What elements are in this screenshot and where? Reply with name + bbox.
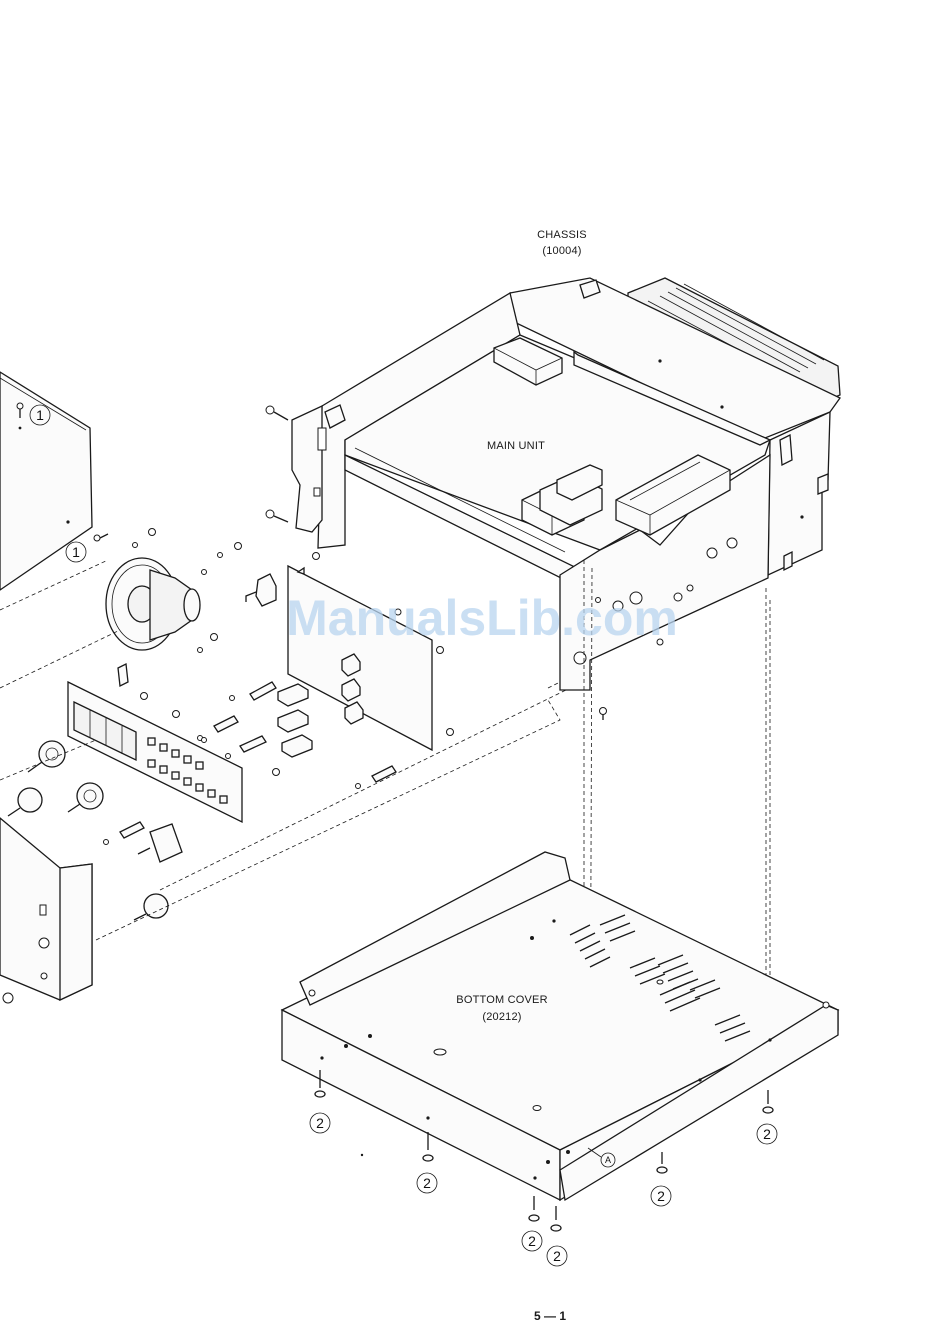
bottom-cover bbox=[282, 852, 838, 1200]
chassis-part-number: (10004) bbox=[542, 245, 581, 257]
callout-screw-2-e: 2 bbox=[651, 1186, 671, 1206]
bottom-cover-label: BOTTOM COVER bbox=[456, 994, 547, 1006]
page-number: 5 — 1 bbox=[534, 1309, 566, 1323]
manualslib-watermark: ManualsLib.com bbox=[286, 590, 678, 646]
main-unit-label: MAIN UNIT bbox=[487, 440, 545, 452]
speaker bbox=[106, 558, 200, 650]
relay-board bbox=[278, 553, 454, 758]
chassis-label: CHASSIS bbox=[537, 229, 587, 241]
callout-screw-2-d: 2 bbox=[547, 1246, 567, 1266]
callout-1-label-mid: 1 bbox=[72, 544, 80, 560]
callout-screw-2-b: 2 bbox=[417, 1173, 437, 1193]
callout-2-label-c: 2 bbox=[528, 1233, 536, 1249]
bottom-cover-part-number: (20212) bbox=[482, 1011, 521, 1023]
callout-screw-2-a: 2 bbox=[310, 1113, 330, 1133]
callout-2-label-e: 2 bbox=[657, 1188, 665, 1204]
callout-2-label-f: 2 bbox=[763, 1126, 771, 1142]
callout-2-label-b: 2 bbox=[423, 1175, 431, 1191]
callout-screw-2-f: 2 bbox=[757, 1124, 777, 1144]
callout-a-label: A bbox=[605, 1155, 611, 1165]
callout-2-label-a: 2 bbox=[316, 1115, 324, 1131]
power-switch bbox=[246, 574, 276, 606]
callout-screw-2-c: 2 bbox=[522, 1231, 542, 1251]
callout-1-label-top: 1 bbox=[36, 407, 44, 423]
front-panel-lower-left bbox=[0, 818, 92, 1003]
callout-2-label-d: 2 bbox=[553, 1248, 561, 1264]
